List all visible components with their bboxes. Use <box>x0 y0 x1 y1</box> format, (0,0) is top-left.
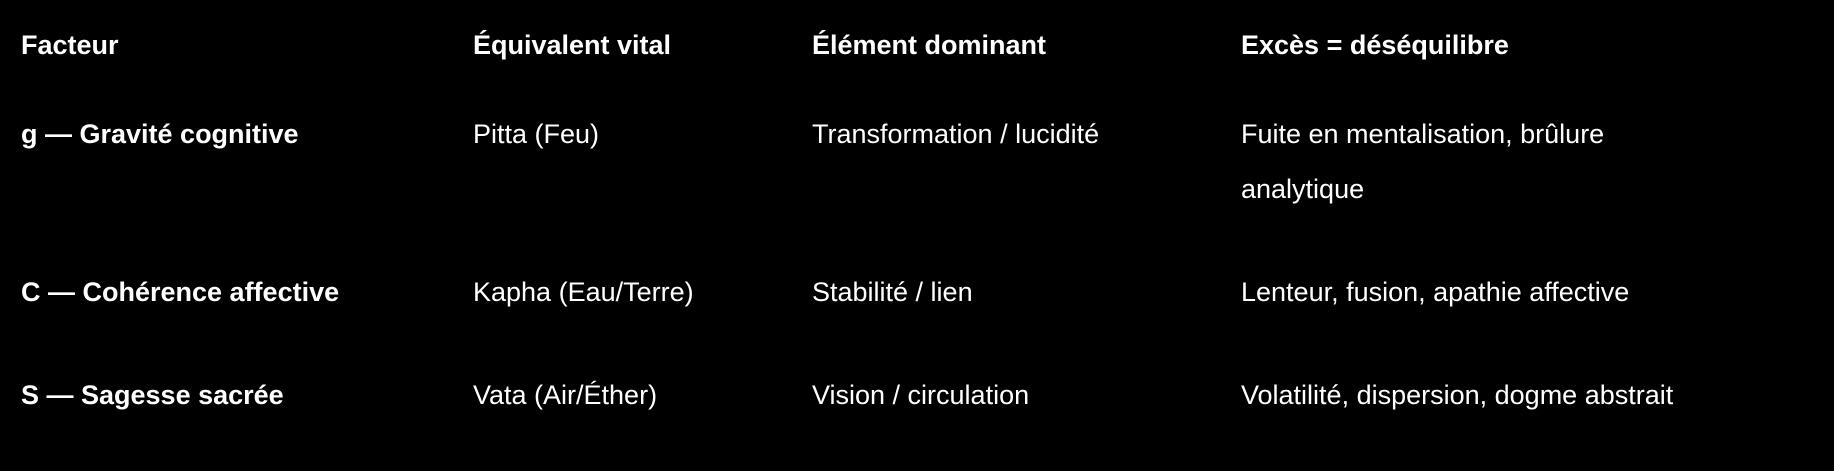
cell-element: Transformation / lucidité <box>812 119 1100 149</box>
cell-facteur: C — Cohérence affective <box>21 277 340 307</box>
header-exces: Excès = déséquilibre <box>1241 30 1509 60</box>
table-header-row: Facteur Équivalent vital Élément dominan… <box>21 18 1801 107</box>
factors-table: Facteur Équivalent vital Élément dominan… <box>21 18 1801 471</box>
cell-exces: Lenteur, fusion, apathie affective <box>1241 277 1630 307</box>
header-facteur: Facteur <box>21 30 119 60</box>
header-element-dominant: Élément dominant <box>812 30 1047 60</box>
cell-element: Stabilité / lien <box>812 277 973 307</box>
cell-equivalent: Pitta (Feu) <box>473 119 600 149</box>
header-equivalent-vital: Équivalent vital <box>473 30 672 60</box>
cell-exces: Volatilité, dispersion, dogme abstrait <box>1241 380 1674 410</box>
cell-exces: Fuite en mentalisation, brûlure analytiq… <box>1241 119 1605 204</box>
cell-equivalent: Kapha (Eau/Terre) <box>473 277 694 307</box>
cell-facteur: g — Gravité cognitive <box>21 119 299 149</box>
cell-facteur: S — Sagesse sacrée <box>21 380 284 410</box>
table-row: g — Gravité cognitive Pitta (Feu) Transf… <box>21 107 1801 265</box>
table-row: C — Cohérence affective Kapha (Eau/Terre… <box>21 265 1801 368</box>
cell-element: Vision / circulation <box>812 380 1030 410</box>
cell-equivalent: Vata (Air/Éther) <box>473 380 658 410</box>
table-row: S — Sagesse sacrée Vata (Air/Éther) Visi… <box>21 368 1801 471</box>
